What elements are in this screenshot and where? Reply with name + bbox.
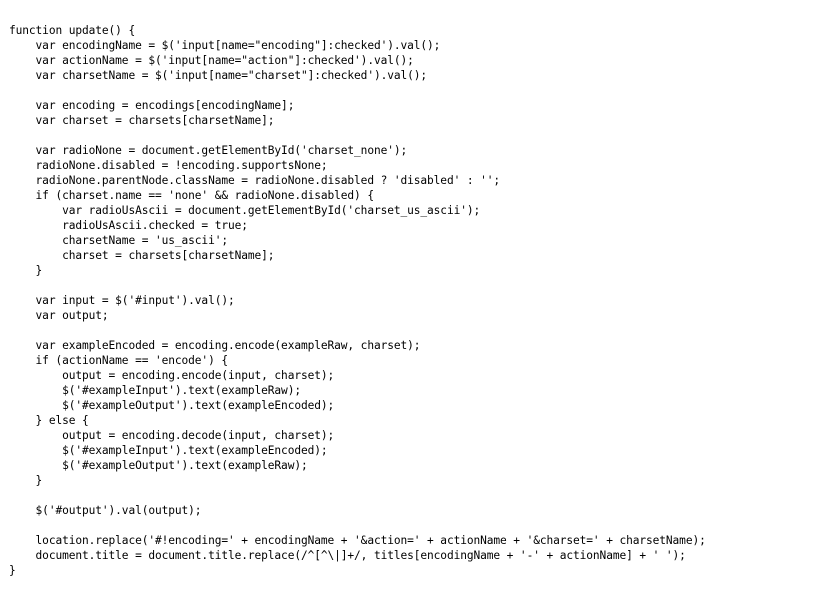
- code-line: }: [9, 564, 16, 577]
- code-line: location.replace('#!encoding=' + encodin…: [9, 534, 706, 547]
- code-line: var exampleEncoded = encoding.encode(exa…: [9, 339, 421, 352]
- code-line: var output;: [9, 309, 109, 322]
- code-line: radioNone.parentNode.className = radioNo…: [9, 174, 501, 187]
- code-line: $('#exampleInput').text(exampleEncoded);: [9, 444, 328, 457]
- code-line: charset = charsets[charsetName];: [9, 249, 275, 262]
- code-line: if (charset.name == 'none' && radioNone.…: [9, 189, 375, 202]
- code-line: output = encoding.decode(input, charset)…: [9, 429, 335, 442]
- code-line: var charsetName = $('input[name="charset…: [9, 69, 428, 82]
- code-line: [9, 128, 706, 143]
- code-line: radioUsAscii.checked = true;: [9, 219, 248, 232]
- code-line: var radioUsAscii = document.getElementBy…: [9, 204, 481, 217]
- code-line: var radioNone = document.getElementById(…: [9, 144, 408, 157]
- code-line: [9, 323, 706, 338]
- code-line: if (actionName == 'encode') {: [9, 354, 229, 367]
- code-line: var encoding = encodings[encodingName];: [9, 99, 295, 112]
- code-line: $('#exampleOutput').text(exampleRaw);: [9, 459, 308, 472]
- code-line: radioNone.disabled = !encoding.supportsN…: [9, 159, 328, 172]
- code-line: }: [9, 474, 43, 487]
- code-line: function update() {: [9, 24, 136, 37]
- code-line: [9, 518, 706, 533]
- code-line: var input = $('#input').val();: [9, 294, 235, 307]
- code-line: charsetName = 'us_ascii';: [9, 234, 228, 247]
- code-line: } else {: [9, 414, 89, 427]
- code-block: function update() { var encodingName = $…: [9, 23, 706, 578]
- code-line: var actionName = $('input[name="action"]…: [9, 54, 414, 67]
- code-line: document.title = document.title.replace(…: [9, 549, 686, 562]
- code-line: }: [9, 264, 43, 277]
- code-line: $('#exampleInput').text(exampleRaw);: [9, 384, 301, 397]
- code-line: output = encoding.encode(input, charset)…: [9, 369, 335, 382]
- code-line: [9, 83, 706, 98]
- code-line: $('#output').val(output);: [9, 504, 202, 517]
- code-line: $('#exampleOutput').text(exampleEncoded)…: [9, 399, 335, 412]
- code-line: var encodingName = $('input[name="encodi…: [9, 39, 441, 52]
- code-line: var charset = charsets[charsetName];: [9, 114, 275, 127]
- code-line: [9, 278, 706, 293]
- code-line: [9, 488, 706, 503]
